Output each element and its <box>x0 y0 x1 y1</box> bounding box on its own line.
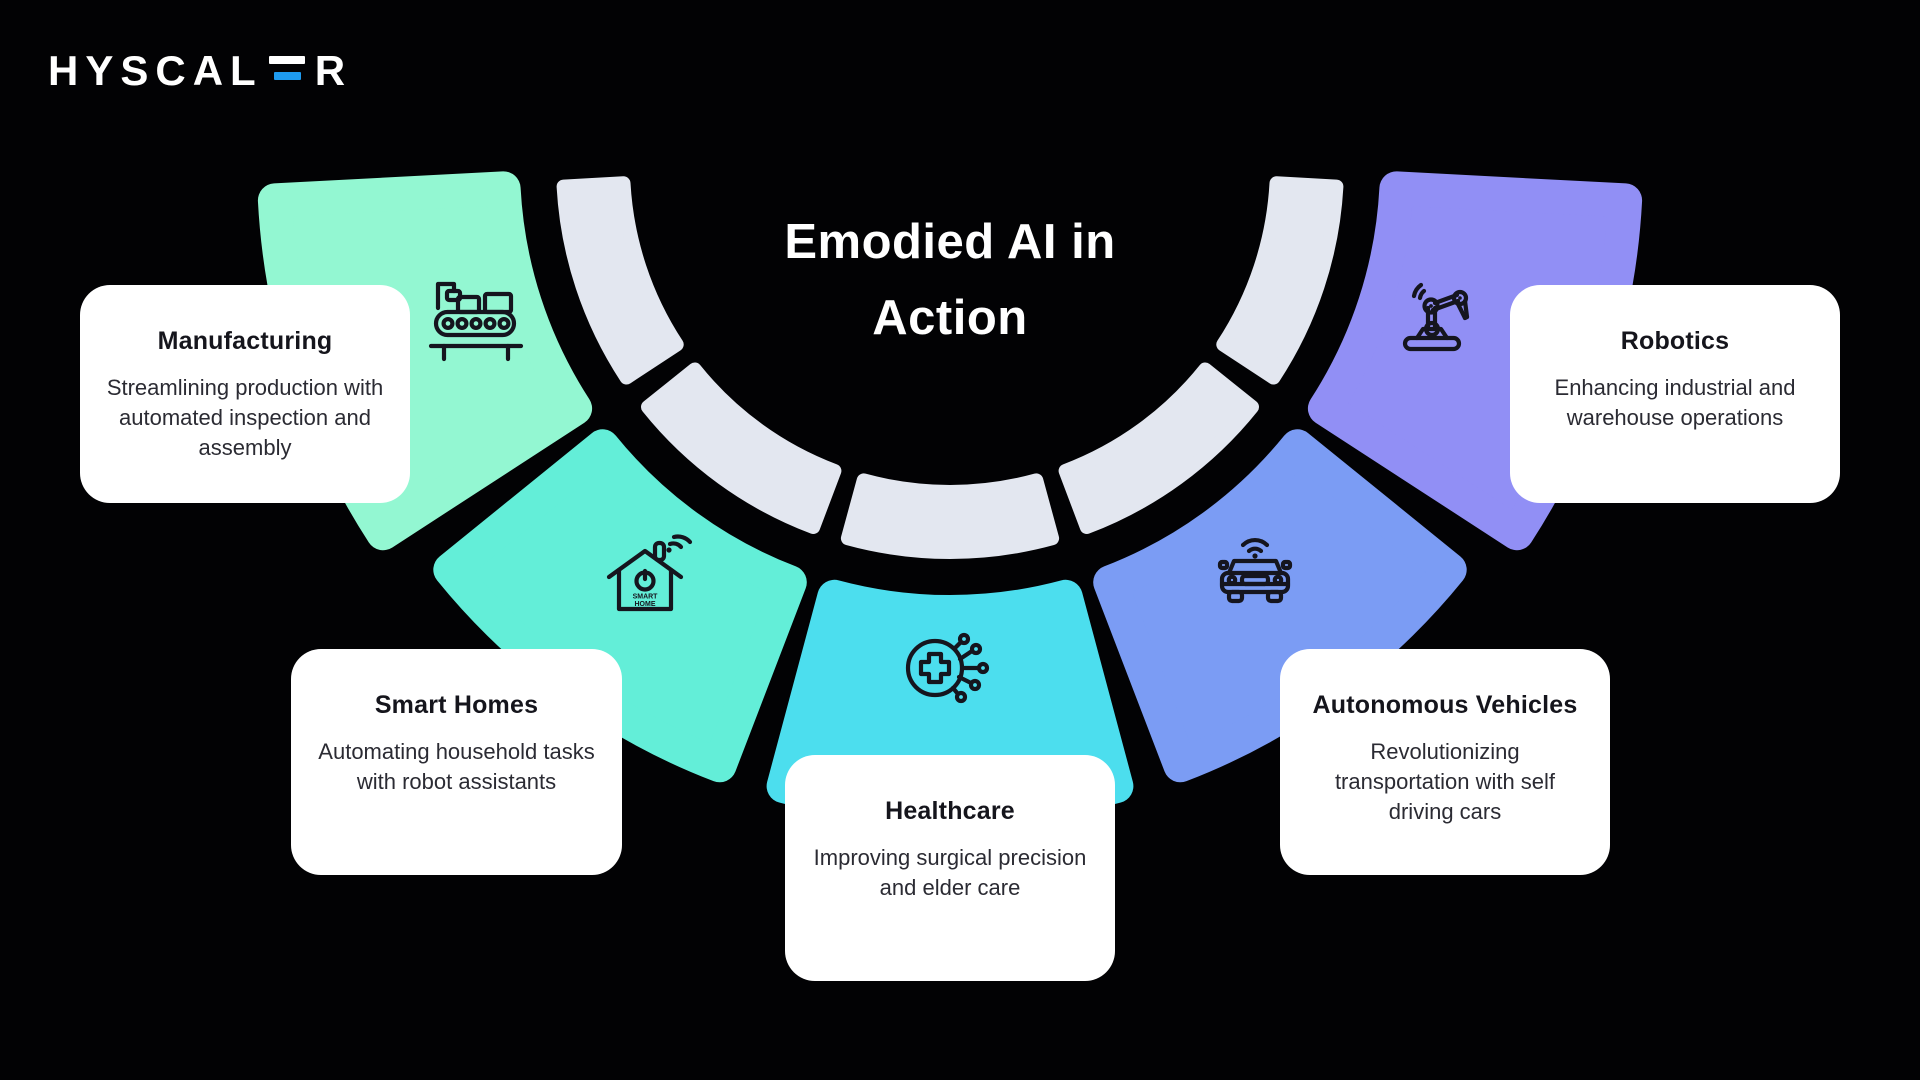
connected-car-icon <box>1217 537 1293 604</box>
svg-text:SMART: SMART <box>633 594 659 601</box>
logo-text-primary: HYSCAL <box>48 47 263 94</box>
card-healthcare-title: Healthcare <box>885 797 1015 825</box>
card-healthcare-description: Improving surgical precision and elder c… <box>813 845 1087 900</box>
page-title-line1: Emodied AI in <box>784 215 1116 269</box>
card-smart-homes: Smart Homes Automating household tasks w… <box>291 649 622 875</box>
page-title-line2: Action <box>872 290 1028 345</box>
ring-segment-healthcare <box>840 473 1060 559</box>
robot-arm-icon <box>1402 282 1470 352</box>
logo-stylized-e-icon <box>268 56 305 80</box>
card-smart-homes-description: Automating household tasks with robot as… <box>318 739 595 794</box>
card-robotics: Robotics Enhancing industrial and wareho… <box>1510 285 1840 503</box>
card-autonomous-vehicles-title: Autonomous Vehicles <box>1312 691 1578 719</box>
inner-ring <box>556 176 1344 559</box>
svg-text:HOME: HOME <box>635 601 656 608</box>
card-robotics-title: Robotics <box>1620 327 1730 355</box>
card-smart-homes-title: Smart Homes <box>374 691 539 719</box>
card-healthcare: Healthcare Improving surgical precision … <box>785 755 1115 981</box>
ring-segment-robotics <box>1216 176 1344 385</box>
hyscaler-logo: HYSCAL R <box>48 50 352 92</box>
logo-text-suffix: R <box>314 47 353 94</box>
card-manufacturing-description: Streamlining production with automated i… <box>106 375 384 460</box>
card-robotics-description: Enhancing industrial and warehouse opera… <box>1554 375 1796 430</box>
page-title: Emodied AI in Action <box>560 205 1340 357</box>
ring-segment-autonomous-vehicles <box>1058 362 1259 534</box>
card-manufacturing: Manufacturing Streamlining production wi… <box>80 285 410 503</box>
petal-autonomous-vehicles <box>1093 429 1467 783</box>
smart-home-icon: SMART HOME <box>606 534 693 612</box>
ring-segment-smart-homes <box>641 362 842 534</box>
factory-conveyor-icon <box>428 281 524 362</box>
ring-segment-manufacturing <box>556 176 684 385</box>
medical-cross-circuit-icon <box>905 632 990 704</box>
card-autonomous-vehicles: Autonomous Vehicles Revolutionizing tran… <box>1280 649 1610 875</box>
card-manufacturing-title: Manufacturing <box>157 327 333 355</box>
card-autonomous-vehicles-description: Revolutionizing transportation with self… <box>1334 739 1556 824</box>
